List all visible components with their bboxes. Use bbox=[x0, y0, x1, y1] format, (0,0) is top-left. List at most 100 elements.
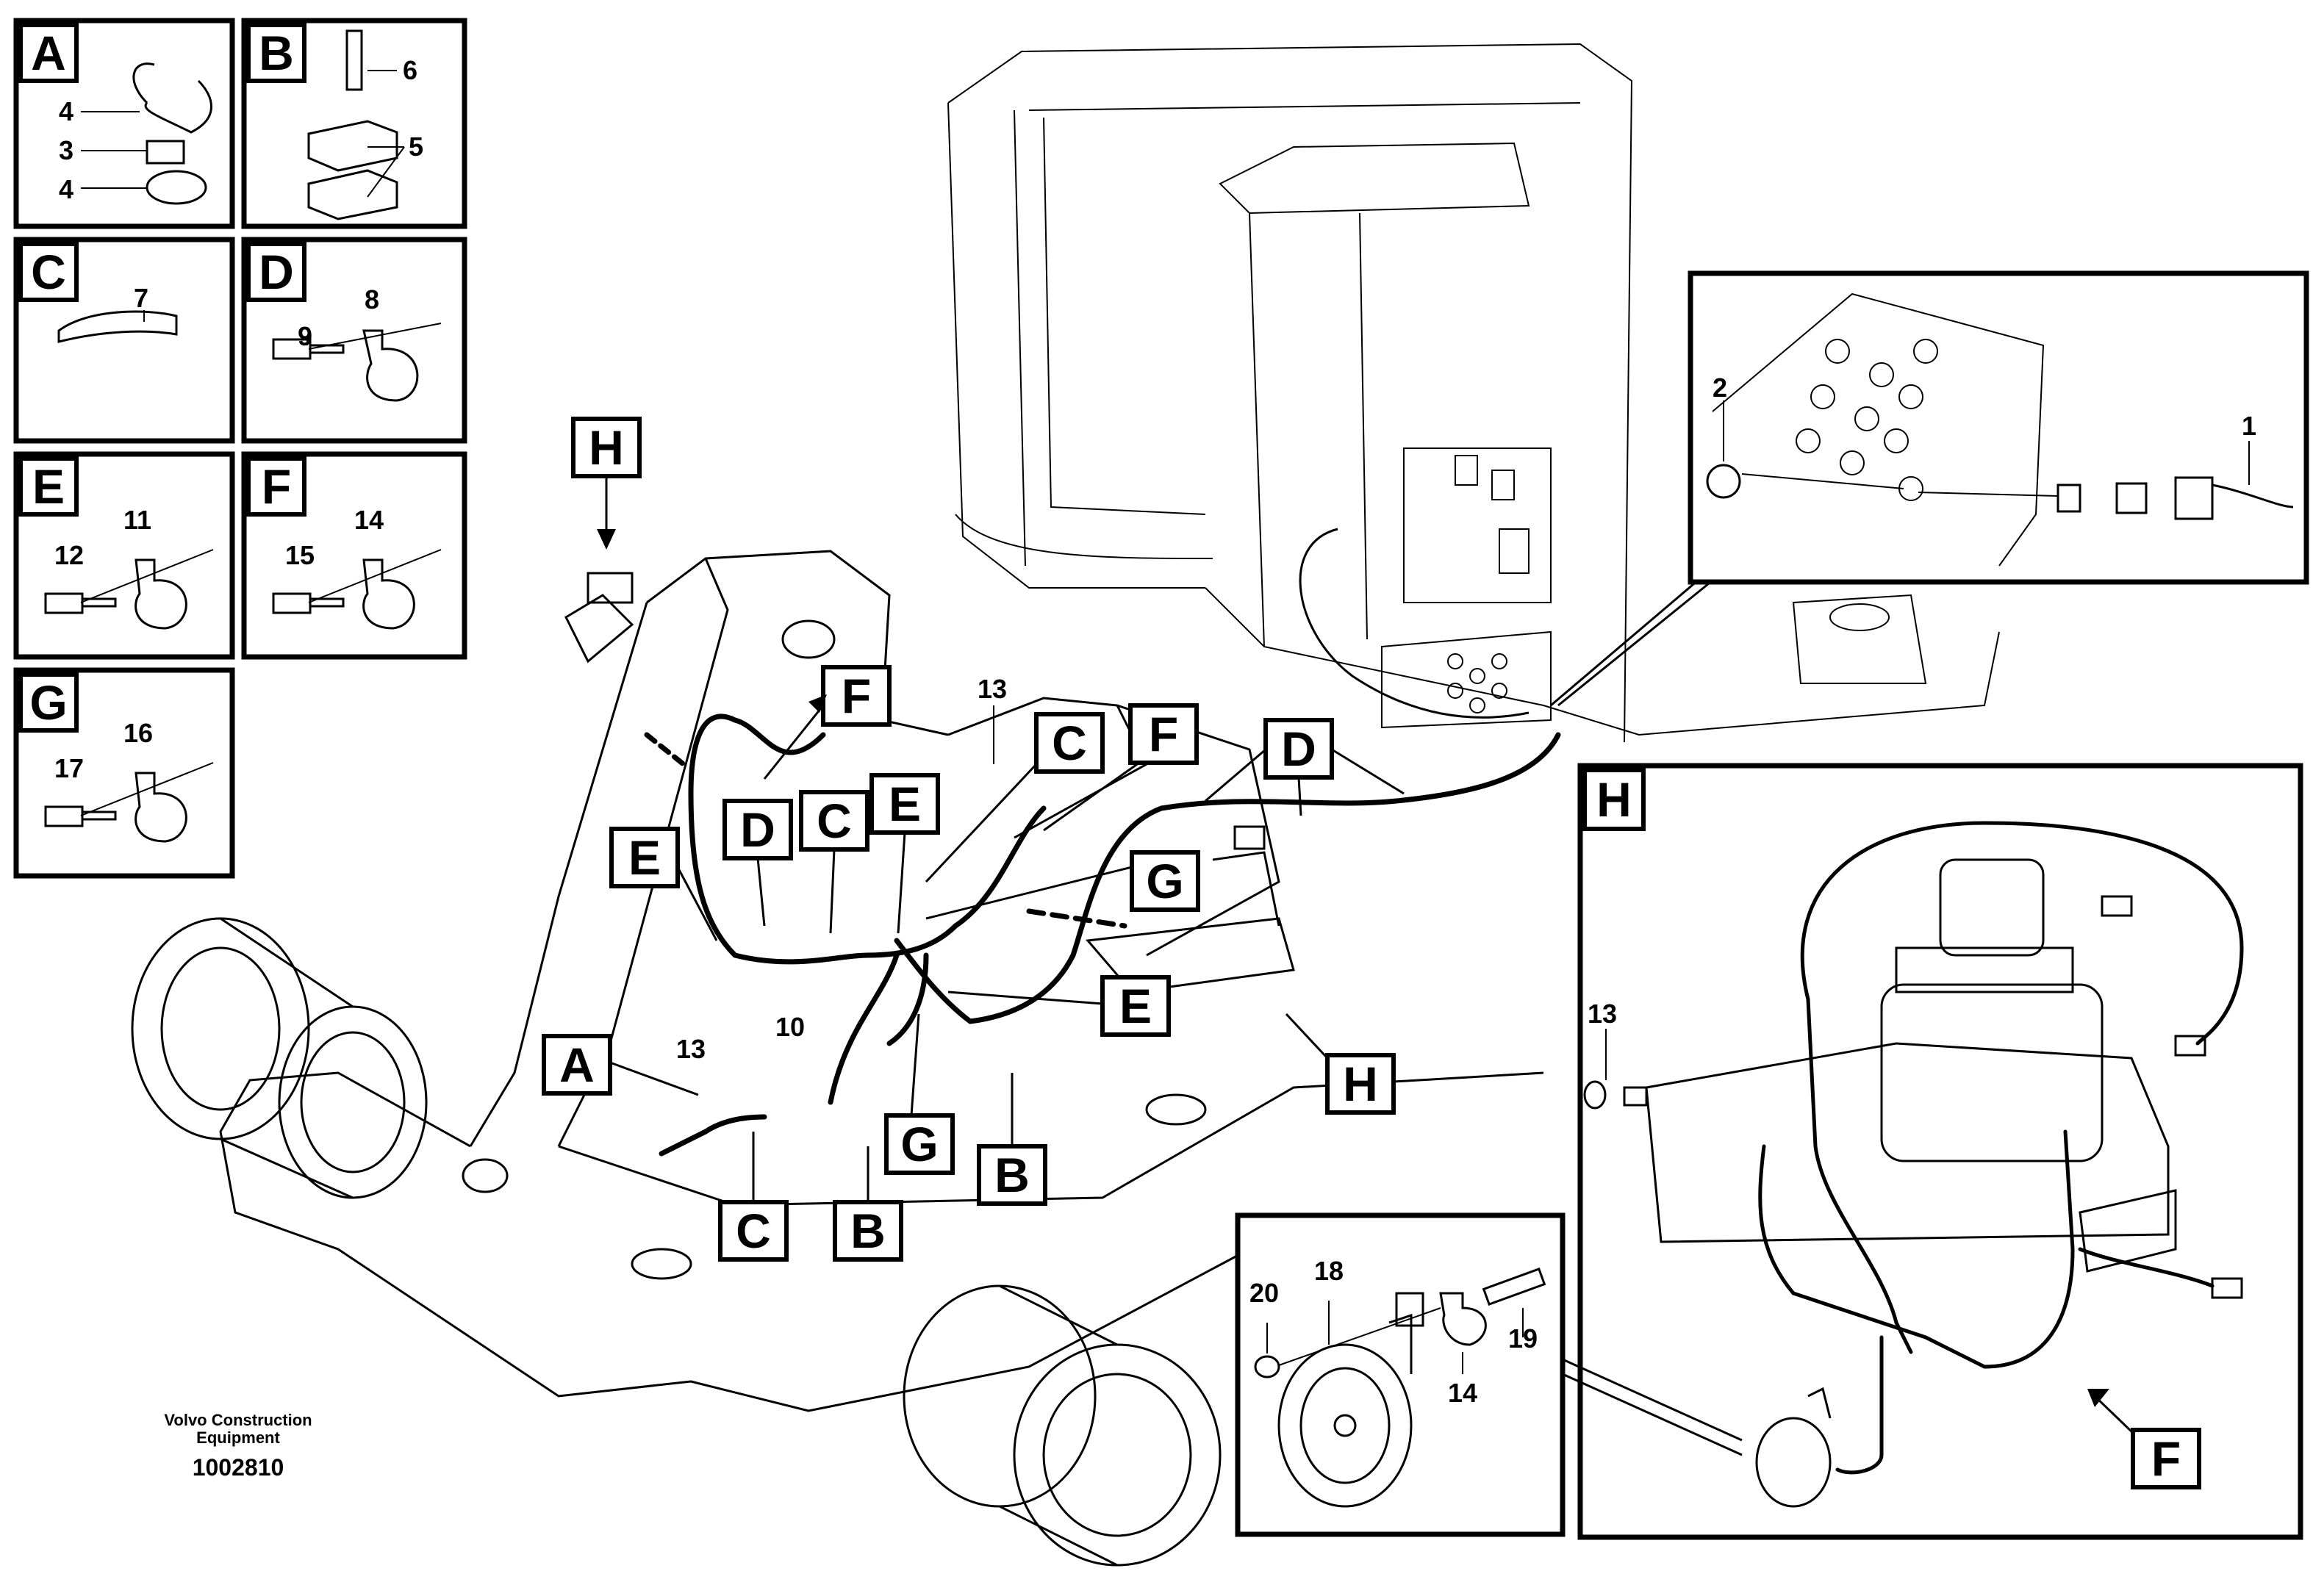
callout-tag bbox=[1130, 850, 1200, 912]
part-number: 15 bbox=[285, 540, 315, 570]
p-clamp-icon bbox=[362, 558, 415, 630]
detail-panel-c: C 7 bbox=[13, 237, 235, 444]
part-number: 9 bbox=[298, 321, 312, 351]
panel-e-label: E bbox=[32, 459, 65, 514]
panel-c-label: C bbox=[31, 245, 66, 299]
right-wheel-hub-icon bbox=[903, 1284, 1222, 1567]
cab-illustration bbox=[947, 43, 2000, 743]
wiring-harness bbox=[644, 713, 1561, 1157]
connector-inset: 2 1 bbox=[1688, 270, 2309, 585]
publisher-line-1: Volvo Construction bbox=[164, 1411, 312, 1429]
connector-plate-icon bbox=[1381, 630, 1552, 729]
part-number: 7 bbox=[134, 283, 148, 313]
callout-tag bbox=[1325, 1053, 1396, 1115]
callout-tag bbox=[2131, 1428, 2201, 1489]
grommet-icon bbox=[1583, 1080, 1607, 1110]
part-number: 10 bbox=[775, 1012, 805, 1042]
svg-text:H: H bbox=[589, 420, 624, 475]
callout-tag bbox=[884, 1113, 955, 1175]
part-number: 1 bbox=[2242, 411, 2256, 441]
lamp-inset-label: H bbox=[1596, 772, 1632, 827]
p-clamp-icon bbox=[135, 558, 187, 630]
connector-icon bbox=[2056, 484, 2081, 513]
part-number: 4 bbox=[59, 174, 73, 204]
svg-text:C: C bbox=[817, 794, 852, 848]
panel-d-label: D bbox=[259, 245, 294, 299]
callout-tag bbox=[609, 827, 680, 888]
strap-clamp-icon bbox=[132, 62, 155, 104]
callout-tag bbox=[977, 1144, 1047, 1206]
horn-icon bbox=[1277, 1343, 1413, 1508]
part-number: 4 bbox=[59, 96, 73, 126]
part-number: 14 bbox=[1448, 1378, 1477, 1408]
callout-tag bbox=[1100, 975, 1171, 1037]
svg-text:E: E bbox=[1119, 979, 1152, 1033]
svg-text:E: E bbox=[889, 777, 921, 831]
cable-tie-icon bbox=[57, 310, 178, 343]
panel-g-label: G bbox=[29, 675, 67, 730]
p-clamp-icon bbox=[1439, 1292, 1487, 1346]
svg-text:D: D bbox=[740, 802, 775, 857]
panel-b-label: B bbox=[259, 26, 294, 80]
svg-text:F: F bbox=[2151, 1431, 2181, 1486]
lamp-inset: H 13 F bbox=[1577, 763, 2303, 1540]
nut-icon bbox=[1706, 464, 1741, 499]
callout-tag bbox=[1263, 718, 1334, 780]
part-number: 5 bbox=[409, 132, 423, 162]
part-number: 11 bbox=[123, 505, 151, 535]
panel-f-label: F bbox=[262, 459, 291, 514]
detail-panel-f: F 15 14 bbox=[241, 451, 467, 660]
callout-tag bbox=[1128, 703, 1199, 765]
part-number: 19 bbox=[1508, 1323, 1538, 1354]
part-number: 13 bbox=[676, 1034, 706, 1064]
svg-text:C: C bbox=[736, 1204, 771, 1258]
part-number: 13 bbox=[978, 674, 1007, 704]
part-number: 6 bbox=[403, 55, 417, 85]
svg-text:G: G bbox=[900, 1117, 938, 1171]
svg-text:B: B bbox=[994, 1148, 1030, 1202]
callout-tag bbox=[722, 799, 793, 860]
drawing-number: 1002810 bbox=[193, 1454, 284, 1481]
publisher-line-2: Equipment bbox=[196, 1428, 280, 1447]
part-number: 2 bbox=[1713, 373, 1727, 403]
part-number: 8 bbox=[365, 284, 379, 314]
detail-panel-a: A 4 3 4 bbox=[13, 18, 235, 229]
part-number: 17 bbox=[54, 753, 84, 783]
detail-panel-g: G 17 16 bbox=[13, 667, 235, 879]
svg-text:A: A bbox=[559, 1038, 595, 1092]
part-number: 16 bbox=[123, 718, 153, 748]
front-frame-illustration bbox=[131, 550, 1544, 1567]
p-clamp-icon bbox=[362, 329, 419, 402]
left-wheel-hub-icon bbox=[131, 917, 428, 1199]
svg-text:D: D bbox=[1281, 722, 1316, 776]
p-clamp-icon bbox=[135, 772, 187, 843]
bolt-icon bbox=[1482, 1268, 1546, 1306]
callout-tag bbox=[542, 1034, 612, 1096]
svg-text:G: G bbox=[1146, 854, 1183, 908]
svg-text:C: C bbox=[1052, 716, 1087, 770]
part-number: 12 bbox=[54, 540, 84, 570]
detail-panel-b: B 6 5 bbox=[241, 18, 467, 229]
part-number: 3 bbox=[59, 135, 73, 165]
work-lamp-icon bbox=[1939, 858, 2045, 957]
horn-icon bbox=[1755, 1417, 1832, 1508]
drawing-id: Volvo Construction Equipment 1002810 bbox=[164, 1411, 312, 1481]
detail-panel-d: D 9 8 bbox=[241, 237, 467, 444]
horn-inset: 20 18 14 19 bbox=[1235, 1212, 1743, 1537]
detail-panel-e: E 12 11 bbox=[13, 451, 235, 660]
callout-tag bbox=[821, 665, 892, 727]
bolt-icon bbox=[345, 29, 363, 91]
head-lamp-icon bbox=[1880, 983, 2104, 1162]
svg-text:H: H bbox=[1343, 1057, 1378, 1111]
svg-text:F: F bbox=[842, 669, 871, 723]
nut-icon bbox=[1254, 1355, 1280, 1378]
part-number: 13 bbox=[1588, 999, 1617, 1029]
part-number: 14 bbox=[354, 505, 384, 535]
part-number: 18 bbox=[1314, 1256, 1344, 1286]
callout-tag bbox=[1034, 712, 1105, 774]
svg-text:E: E bbox=[628, 830, 661, 885]
fuse-box-icon bbox=[1403, 447, 1552, 603]
panel-a-label: A bbox=[31, 26, 66, 80]
svg-text:F: F bbox=[1149, 707, 1178, 761]
